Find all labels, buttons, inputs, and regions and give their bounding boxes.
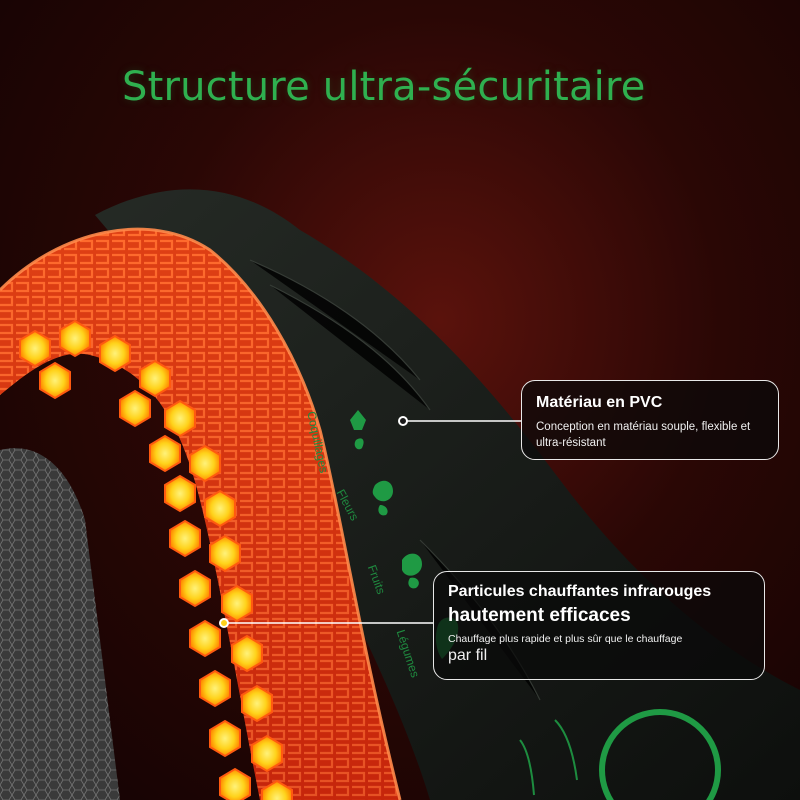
flower-icon [350, 410, 366, 450]
pvc-callout-description: Conception en matériau souple, flexible … [536, 421, 751, 449]
certification-badge [599, 709, 721, 800]
particles-callout-title-line2: hautement efficaces [448, 605, 631, 626]
pvc-pointer-dot [398, 416, 408, 426]
fruit-icon [402, 553, 422, 589]
heating-particles [19, 319, 293, 800]
particle-pointer-dot [219, 618, 229, 628]
particles-callout-title-line1: Particules chauffantes infrarouges [448, 583, 712, 600]
particles-callout-description-line1: Chauffage plus rapide et plus sûr que le… [448, 633, 683, 645]
particles-callout-description-line2: par fil [448, 647, 488, 664]
pvc-callout-title: Matériau en PVC [536, 394, 663, 411]
flower-icon [372, 480, 393, 516]
pvc-material-callout: Matériau en PVC Conception en matériau s… [521, 380, 779, 460]
particles-callout: Particules chauffantes infrarouges haute… [433, 571, 765, 680]
page-title: Structure ultra-sécuritaire [122, 64, 646, 110]
